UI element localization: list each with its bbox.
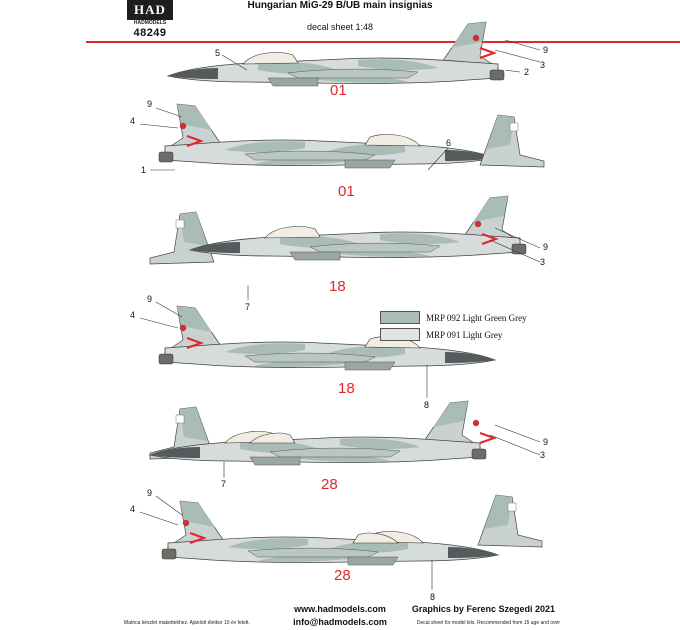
callout-8: 8 <box>424 400 430 410</box>
email-link[interactable]: info@hadmodels.com <box>293 617 387 627</box>
logo-subtitle: HADMODELS <box>133 20 167 26</box>
had-logo: HAD <box>127 0 173 20</box>
legend-item: MRP 091 Light Grey <box>380 328 527 341</box>
callout-1: 1 <box>141 165 147 175</box>
graphics-credit: Graphics by Ferenc Szegedi 2021 <box>411 604 555 614</box>
header-divider <box>86 41 680 43</box>
tail-fin-view-2 <box>149 211 215 265</box>
tail-fin-view-4 <box>477 494 543 548</box>
callout-9: 9 <box>543 242 549 252</box>
page-title: Hungarian MiG-29 B/UB main insignias <box>247 0 433 11</box>
aircraft-number-3: 18 <box>329 278 346 295</box>
legend-item: MRP 092 Light Green Grey <box>380 311 527 324</box>
website-link[interactable]: www.hadmodels.com <box>294 604 386 614</box>
catalog-number: 48249 <box>133 27 167 39</box>
legend-label: MRP 092 Light Green Grey <box>426 312 527 323</box>
callout-3: 3 <box>540 60 546 70</box>
callout-3: 3 <box>540 257 546 267</box>
note-english: Decal sheet for model kits. Recommended … <box>416 620 560 626</box>
legend-swatch-light-grey <box>380 328 420 341</box>
callout-7: 7 <box>245 302 251 312</box>
callout-9: 9 <box>543 437 549 447</box>
legend-label: MRP 091 Light Grey <box>426 329 503 340</box>
callout-9: 9 <box>147 99 153 109</box>
color-legend: MRP 092 Light Green Grey MRP 091 Light G… <box>380 311 527 341</box>
callout-3: 3 <box>540 450 546 460</box>
leader-lines <box>139 39 541 590</box>
note-hungarian: Matrica készlet makettekhez. Ajánlott él… <box>124 620 250 626</box>
aircraft-profile-3 <box>189 195 527 261</box>
aircraft-number-6: 28 <box>334 567 351 584</box>
aircraft-profile-5 <box>149 400 495 466</box>
callout-7: 7 <box>221 479 227 489</box>
aircraft-number-2: 01 <box>338 183 355 200</box>
page-subtitle: decal sheet 1:48 <box>306 22 374 32</box>
callout-9: 9 <box>147 294 153 304</box>
aircraft-profile-6 <box>162 501 498 565</box>
legend-swatch-green-grey <box>380 311 420 324</box>
aircraft-profile-2 <box>159 104 495 168</box>
callout-6: 6 <box>446 138 452 148</box>
tail-fin-view-1 <box>479 114 545 168</box>
callout-2: 2 <box>524 67 530 77</box>
callout-9: 9 <box>543 45 549 55</box>
callout-4: 4 <box>130 310 136 320</box>
callout-4: 4 <box>130 504 136 514</box>
aircraft-number-5: 28 <box>321 476 338 493</box>
callout-9: 9 <box>147 488 153 498</box>
callout-4: 4 <box>130 116 136 126</box>
aircraft-number-4: 18 <box>338 380 355 397</box>
callout-5: 5 <box>215 48 221 58</box>
aircraft-number-1: 01 <box>330 82 347 99</box>
callout-8: 8 <box>430 592 436 602</box>
